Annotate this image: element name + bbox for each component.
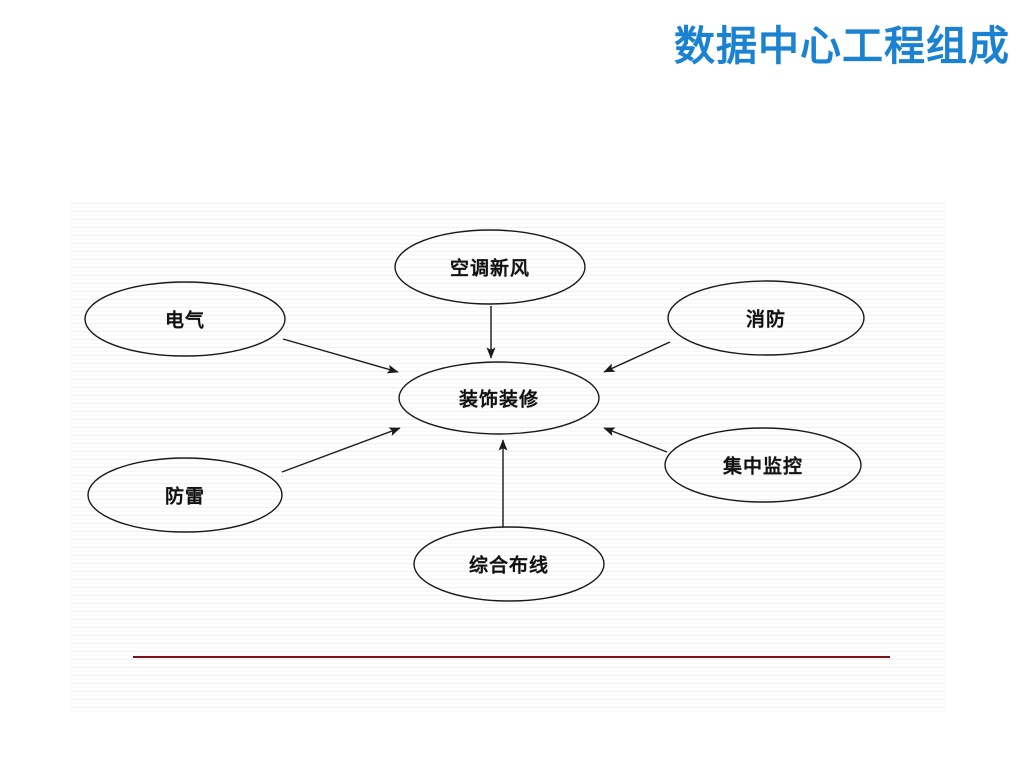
footer-divider: [133, 656, 890, 658]
node-label-hvac: 空调新风: [449, 257, 531, 280]
edge-fire-to-center: [603, 341, 671, 373]
node-label-lightning: 防雷: [164, 485, 206, 508]
diagram-image: 空调新风 电气 消防 防雷 集中监控 综合布线 装饰装修: [70, 200, 946, 712]
node-label-electrical: 电气: [164, 309, 206, 332]
node-label-cabling: 综合布线: [468, 554, 550, 577]
node-label-monitoring: 集中监控: [722, 455, 804, 478]
edge-electrical-to-center: [282, 338, 399, 374]
edge-lightning-to-center: [281, 427, 401, 473]
node-label-center: 装饰装修: [458, 388, 540, 411]
page-title: 数据中心工程组成: [674, 22, 1010, 70]
edge-monitoring-to-center: [603, 427, 668, 453]
node-label-fire: 消防: [745, 308, 787, 331]
